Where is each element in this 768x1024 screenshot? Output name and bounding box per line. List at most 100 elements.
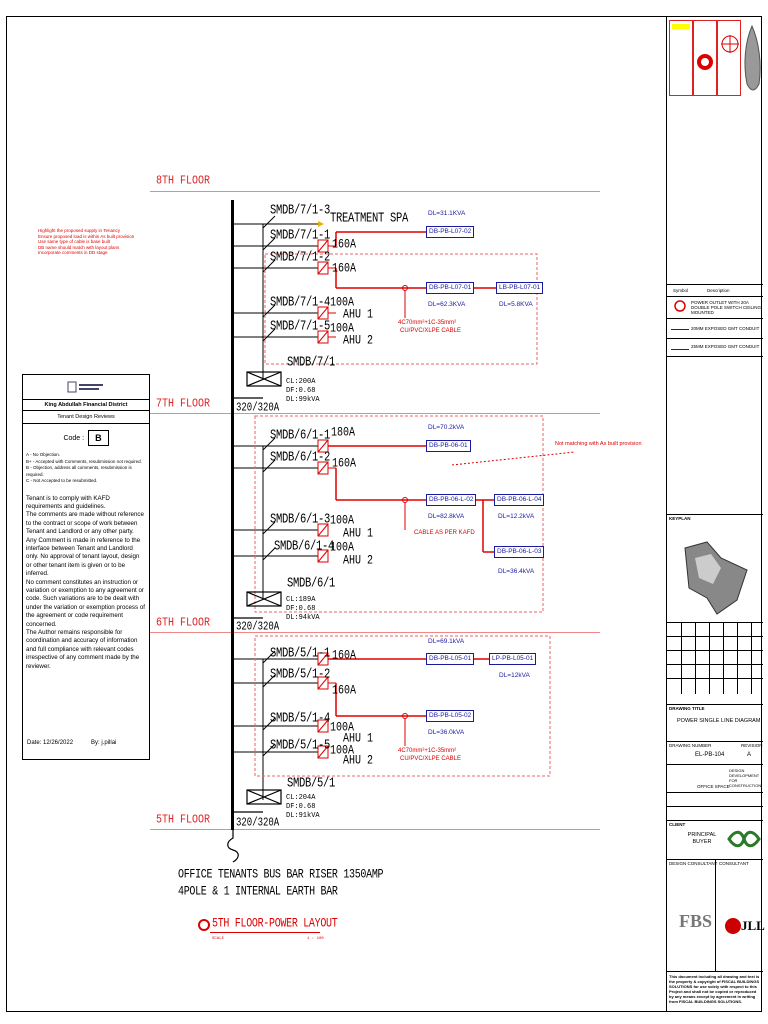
riser-label: OFFICE TENANTS BUS BAR RISER 1350AMP	[178, 868, 384, 883]
circuit-label: SMDB/7/1-5	[270, 319, 331, 335]
copyright-disclaimer: This document including all drawing and …	[669, 974, 760, 1004]
stamp-body-para: Any Comment is made in reference to the …	[26, 536, 141, 578]
tb-divider	[667, 318, 763, 319]
revision-value: A	[747, 752, 752, 758]
stamp-body: Tenant is to comply with KAFD requiremen…	[23, 495, 149, 672]
breaker-rating: 180A	[331, 426, 356, 441]
stamp-footer: Date: 12/26/2022 By: j.pillai	[27, 740, 116, 746]
revision-label: REVISION	[741, 743, 763, 748]
stamp-code-row: Code : B	[23, 424, 149, 452]
keyplan-map	[684, 541, 748, 615]
power-outlet-icon	[674, 300, 686, 312]
smdb-df: DF:0.68	[286, 605, 316, 613]
tb-divider	[667, 622, 763, 623]
breaker-rating: 160A	[332, 238, 357, 253]
note-line: Ensure proposed load is within As built …	[38, 233, 135, 239]
demand-load: DL=69.1kVA	[428, 638, 465, 645]
db-box: DB-PB-06-L-02	[426, 494, 477, 506]
layout-scale-label: SCALE	[212, 937, 225, 941]
conduit-25mm-symbol	[671, 349, 689, 350]
stamp-logo-area	[23, 375, 149, 400]
stamp-org: King Abdullah Financial District	[23, 400, 149, 411]
db-box: DB-PB-06-01	[426, 440, 471, 452]
tb-divider	[667, 764, 763, 765]
db-box: DB-PB-L05-02	[426, 710, 475, 722]
note-line: Incorporate comments in DD stage	[38, 250, 108, 255]
conduit-20mm-symbol	[671, 329, 689, 330]
stamp-body-para: The Author remains responsible for coord…	[26, 629, 140, 670]
revision-grid	[667, 622, 763, 694]
breaker-rating: 100A	[330, 721, 355, 736]
stamp-date: Date: 12/26/2022	[27, 740, 74, 746]
smdb-name: SMDB/5/1	[287, 776, 336, 792]
demand-load: DL=36.4kVA	[498, 568, 535, 575]
tb-divider	[667, 971, 763, 972]
floor-label-8: 8TH FLOOR	[156, 174, 211, 189]
smdb-rating: 320/320A	[236, 620, 280, 634]
project-name: OFFICE SPACE	[697, 784, 730, 789]
bus-bar-riser	[231, 200, 234, 830]
breaker-rating: 160A	[332, 684, 357, 699]
tb-symbol-cell	[717, 20, 741, 96]
floor-line-7	[150, 413, 600, 414]
circuit-label: SMDB/7/1-2	[270, 250, 331, 266]
cable-note: CU/PVC/XLPE CABLE	[400, 756, 462, 762]
fbs-logo: FBS	[679, 911, 713, 931]
drawing-number-label: DRAWING NUMBER	[669, 743, 712, 748]
title-bullet-icon	[198, 919, 210, 931]
tb-divider	[667, 296, 763, 297]
db-box: DB-PB-06-L-04	[494, 494, 545, 506]
tb-divider	[667, 356, 763, 357]
review-highlight-note: Highlight the proposed supply in Tenancy…	[38, 228, 134, 256]
tb-divider	[667, 284, 763, 285]
smdb-dl: DL:99kVA	[286, 396, 320, 404]
smdb-name: SMDB/7/1	[287, 355, 336, 371]
cable-note: 4C70mm²+1C-35mm²	[398, 748, 457, 754]
tb-highlight-mark	[672, 24, 690, 29]
tb-divider	[667, 792, 763, 793]
circuit-label: SMDB/6/1-4	[274, 539, 335, 555]
load-label: AHU 2	[343, 554, 374, 569]
smdb-dl: DL:94kVA	[286, 614, 320, 622]
legend-item-desc: POWER OUTLET WITH 20A DOUBLE POLE SWITCH…	[691, 300, 762, 315]
client-label: CLIENT	[669, 822, 686, 827]
drawing-title: POWER SINGLE LINE DIAGRAM	[677, 718, 761, 724]
breaker-rating: 100A	[330, 322, 355, 337]
load-label: AHU 1	[343, 732, 374, 747]
demand-load: DL=5.8KVA	[499, 301, 533, 308]
demand-load: DL=36.0kVA	[428, 729, 465, 736]
load-label: AHU 1	[343, 527, 374, 542]
kafd-logo-icon	[67, 381, 103, 393]
legend-header-symbol: Symbol	[673, 288, 689, 293]
smdb-cl: CL:189A	[286, 596, 316, 604]
circuit-label: SMDB/7/1-1	[270, 228, 331, 244]
circuit-label: SMDB/5/1-5	[270, 738, 331, 754]
cable-note: CABLE AS PER KAFD	[414, 530, 475, 536]
legend-item-desc: 25MM EXPOSED GMT CONDUIT	[691, 344, 760, 349]
load-label: AHU 1	[343, 308, 374, 323]
smdb-rating: 320/320A	[236, 816, 280, 830]
breaker-rating: 100A	[330, 514, 355, 529]
circuit-label: SMDB/6/1-2	[270, 450, 331, 466]
stamp-legend: A - No Objection. B+ - Accepted with Com…	[23, 452, 149, 485]
riser-label-2: 4POLE & 1 INTERNAL EARTH BAR	[178, 885, 338, 900]
floor-label-6: 6TH FLOOR	[156, 616, 211, 631]
stamp-body-para: Tenant is to comply with KAFD requiremen…	[26, 494, 110, 510]
tb-divider	[667, 820, 763, 821]
stamp-body-para: No comment constitutes an instruction or…	[26, 578, 146, 628]
stamp-body-para: The comments are made without reference …	[26, 511, 144, 536]
demand-load: DL=70.2kVA	[428, 424, 465, 431]
stamp-by: By: j.pillai	[91, 740, 117, 746]
circuit-label: SMDB/6/1-3	[270, 512, 331, 528]
client-name: PRINCIPAL BUYER	[687, 832, 717, 845]
legend-item-desc: 20MM EXPOSED GMT CONDUIT	[691, 326, 760, 331]
layout-scale-value: 1 : 100	[307, 937, 324, 941]
load-label: TREATMENT SPA	[330, 211, 409, 227]
stamp-legend-item: C - Not Accepted to be resubmitted.	[26, 478, 98, 483]
floor-line-8	[150, 191, 600, 192]
breaker-rating: 100A	[330, 744, 355, 759]
breaker-rating: 100A	[330, 296, 355, 311]
tb-divider	[667, 704, 763, 705]
circuit-label: SMDB/5/1-1	[270, 646, 331, 662]
site-image-icon	[744, 24, 761, 91]
